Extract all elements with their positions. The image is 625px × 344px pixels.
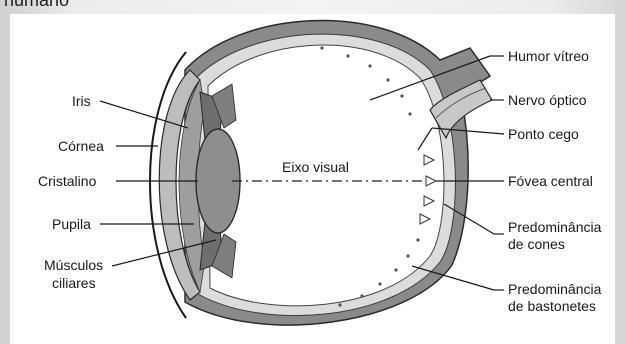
label-nervo-optico: Nervo óptico [508, 92, 587, 108]
label-ponto-cego: Ponto cego [508, 126, 579, 142]
label-iris: Iris [72, 93, 91, 109]
label-cones-line2: de cones [508, 236, 565, 252]
label-humor-vitreo: Humor vítreo [508, 48, 589, 64]
label-cornea: Córnea [58, 138, 104, 154]
label-fovea-central: Fóvea central [508, 173, 593, 189]
label-musculos-line1: Músculos [44, 257, 103, 273]
label-bastonetes-line2: de bastonetes [508, 298, 596, 314]
label-eixo-visual: Eixo visual [282, 159, 349, 175]
label-bastonetes-line1: Predominância [508, 281, 602, 297]
label-cones-line1: Predominância [508, 219, 602, 235]
label-pupila: Pupila [52, 216, 91, 232]
label-musculos-line2: ciliares [52, 275, 96, 291]
label-cristalino: Cristalino [38, 173, 97, 189]
